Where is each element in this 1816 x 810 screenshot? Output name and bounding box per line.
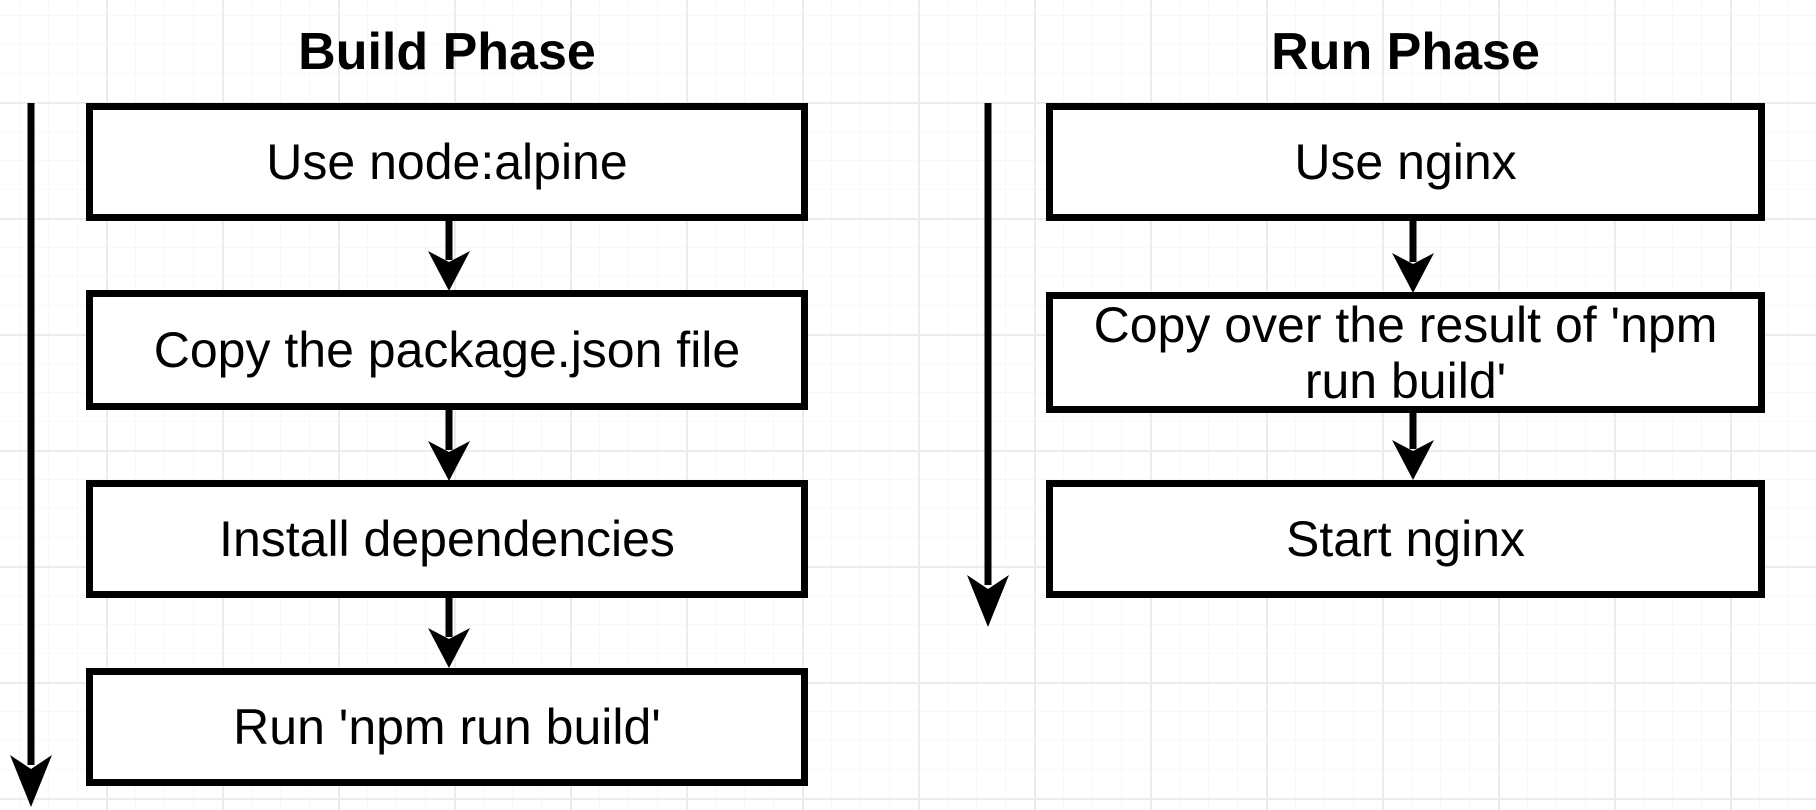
connector-arrow-down-icon xyxy=(424,598,474,668)
run-step-copy-build-result: Copy over the result of 'npm run build' xyxy=(1046,292,1765,413)
connector-arrow-down-icon xyxy=(424,220,474,291)
build-step-install-dependencies: Install dependencies xyxy=(86,480,808,598)
build-step-copy-package-json: Copy the package.json file xyxy=(86,290,808,410)
run-step-use-nginx: Use nginx xyxy=(1046,103,1765,221)
build-step-use-node-alpine: Use node:alpine xyxy=(86,103,808,221)
build-step-run-npm-build: Run 'npm run build' xyxy=(86,668,808,786)
run-phase-flow-arrow-down-icon xyxy=(964,103,1012,627)
connector-arrow-down-icon xyxy=(1388,220,1438,293)
connector-arrow-down-icon xyxy=(1388,413,1438,480)
run-step-start-nginx: Start nginx xyxy=(1046,480,1765,598)
build-phase-flow-arrow-down-icon xyxy=(7,103,55,807)
connector-arrow-down-icon xyxy=(424,410,474,481)
run-phase-title: Run Phase xyxy=(1271,23,1540,81)
build-phase-title: Build Phase xyxy=(298,23,596,81)
